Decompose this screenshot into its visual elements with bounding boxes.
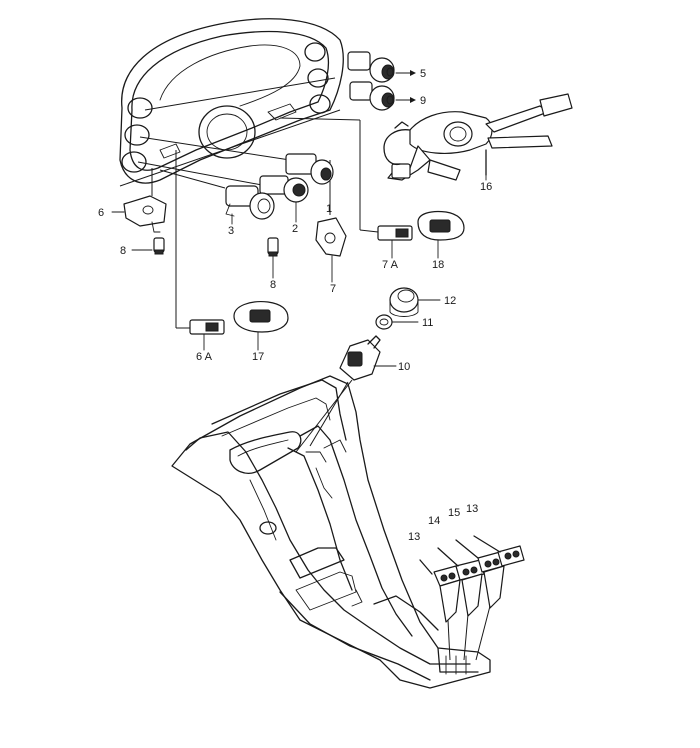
callout-9: 9 [420,95,426,107]
callout-14: 14 [428,515,440,527]
callout-10: 10 [398,361,410,373]
trim-plate-part-17 [233,301,289,333]
bulb-part-8-center [267,237,279,257]
bracket-part-7 [315,217,347,257]
switch-part-2 [259,175,309,203]
switch-part-5 [347,51,395,83]
callout-15: 15 [448,507,460,519]
nut-part-11 [375,314,393,330]
callout-12: 12 [444,295,456,307]
callout-6: 6 [98,207,104,219]
callout-13-right: 13 [466,503,478,515]
window-switches-13-14-15 [419,535,525,661]
callout-7: 7 [330,283,336,295]
switch-part-9 [349,81,395,111]
callout-8-center: 8 [270,279,276,291]
callout-11: 11 [422,317,433,329]
callout-16: 16 [480,181,492,193]
bulb-part-8-left [153,237,165,255]
callout-labels: 5 9 16 1 2 3 6 8 8 7 7 A 18 12 11 10 6 A… [98,68,492,543]
switch-part-10 [339,335,381,381]
switch-part-1 [285,153,334,185]
callout-3: 3 [228,225,234,237]
switch-part-3 [225,185,275,220]
bracket-part-6 [123,195,167,233]
trim-plate-part-18 [417,210,465,241]
instrument-cluster-housing [119,18,344,184]
callout-arrows [111,70,487,367]
callout-7a: 7 A [382,259,399,271]
callout-8-left: 8 [120,245,126,257]
callout-13-left: 13 [408,531,420,543]
callout-18: 18 [432,259,444,271]
callout-2: 2 [292,223,298,235]
callout-6a: 6 A [196,351,213,363]
knob-part-12 [389,287,419,317]
switch-part-6a [189,319,225,335]
center-console [171,375,491,689]
switch-part-7a [377,225,413,241]
column-switch-part-16 [383,93,573,181]
callout-1: 1 [326,203,332,215]
callout-5: 5 [420,68,426,80]
callout-17: 17 [252,351,264,363]
